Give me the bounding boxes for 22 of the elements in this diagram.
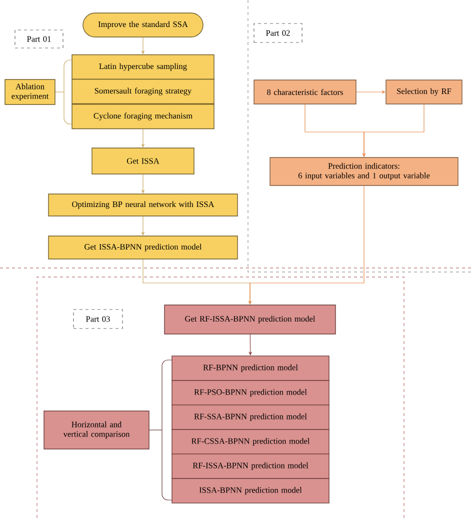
model-box: ISSA-BPNN prediction model [172, 478, 330, 504]
model-box: RF-CSSA-BPNN prediction model [172, 429, 330, 454]
process-box: Selection by RF [386, 80, 462, 104]
process-box: Get ISSA-BPNN prediction model [48, 236, 238, 260]
process-box: 8 characteristic factors [254, 80, 356, 104]
model-box: RF-ISSA-BPNN prediction model [172, 454, 330, 479]
part-label: Part 01 [14, 30, 64, 48]
step-box: Cyclone foraging mechanism [72, 104, 214, 130]
step-box: Somersault foraging strategy [72, 78, 214, 104]
model-box: RF-SSA-BPNN prediction model [172, 404, 330, 430]
model-box: RF-BPNN prediction model [172, 356, 330, 381]
model-box: RF-PSO-BPNN prediction model [172, 380, 330, 406]
part-label: Part 02 [254, 23, 302, 43]
part-label: Part 03 [73, 309, 123, 329]
process-box: Get ISSA [92, 148, 194, 174]
process-box: Get RF-ISSA-BPNN prediction model [164, 304, 336, 334]
start-terminal: Improve the standard SSA [82, 12, 204, 38]
process-box: Prediction indicators: 6 input variables and 1 output variable [270, 157, 458, 186]
step-box: Latin hypercube sampling [72, 54, 214, 80]
process-box: Horizontal and vertical comparison [44, 410, 150, 450]
process-box: Ablation experiment [4, 79, 56, 105]
process-box: Optimizing BP neural network with ISSA [48, 194, 238, 216]
